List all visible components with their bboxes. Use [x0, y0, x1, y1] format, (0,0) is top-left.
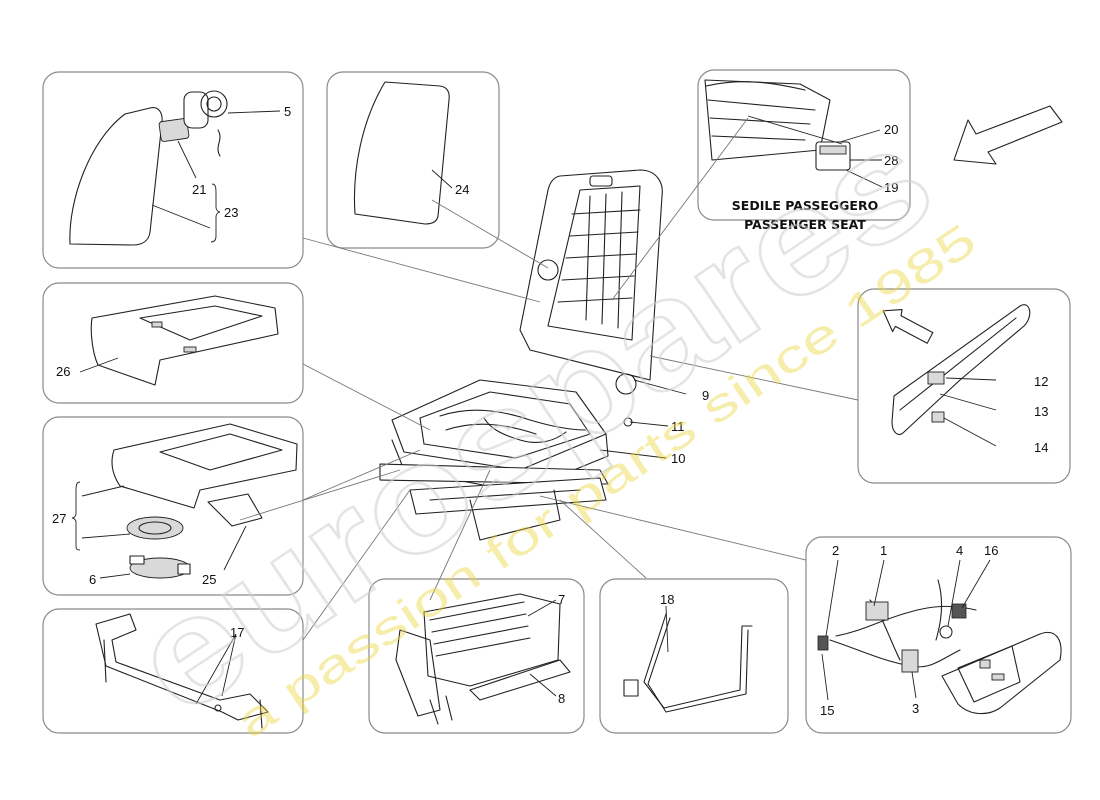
label-16: 16 [984, 543, 998, 558]
panel-wire-18 [599, 578, 789, 734]
label-10: 10 [671, 451, 685, 466]
label-27: 27 [52, 511, 66, 526]
passenger-seat-caption: SEDILE PASSEGGERO PASSENGER SEAT [732, 198, 878, 232]
panel-seat-cushion [42, 416, 304, 596]
caption-line-italian: SEDILE PASSEGGERO [732, 198, 878, 213]
panel-wiring-harness [805, 536, 1072, 734]
label-7: 7 [558, 592, 565, 607]
label-2: 2 [832, 543, 839, 558]
label-18: 18 [660, 592, 674, 607]
panel-bracket-17 [42, 608, 304, 734]
label-25: 25 [202, 572, 216, 587]
label-4: 4 [956, 543, 963, 558]
label-13: 13 [1034, 404, 1048, 419]
panel-seat-rail [857, 288, 1071, 484]
label-12: 12 [1034, 374, 1048, 389]
label-9: 9 [702, 388, 709, 403]
label-1: 1 [880, 543, 887, 558]
label-8: 8 [558, 691, 565, 706]
label-24: 24 [455, 182, 469, 197]
caption-line-english: PASSENGER SEAT [744, 217, 866, 232]
seat-assembly [379, 169, 663, 541]
label-26: 26 [56, 364, 70, 379]
label-3: 3 [912, 701, 919, 716]
label-21: 21 [192, 182, 206, 197]
direction-arrow [953, 105, 1063, 165]
label-28: 28 [884, 153, 898, 168]
panel-control-unit [368, 578, 585, 734]
label-17: 17 [230, 625, 244, 640]
label-15: 15 [820, 703, 834, 718]
callout-lines [239, 117, 859, 641]
label-20: 20 [884, 122, 898, 137]
label-5: 5 [284, 104, 291, 119]
part-number-labels: 1 2 3 4 5 6 7 8 9 10 11 12 13 14 15 16 1… [52, 104, 1048, 718]
label-14: 14 [1034, 440, 1048, 455]
panel-passenger-seat [697, 69, 911, 221]
panel-headrest [42, 71, 304, 269]
label-6: 6 [89, 572, 96, 587]
label-11: 11 [671, 419, 685, 434]
label-23: 23 [224, 205, 238, 220]
label-19: 19 [884, 180, 898, 195]
panel-backrest-cover [326, 71, 500, 249]
panel-back-cushion [42, 282, 304, 404]
